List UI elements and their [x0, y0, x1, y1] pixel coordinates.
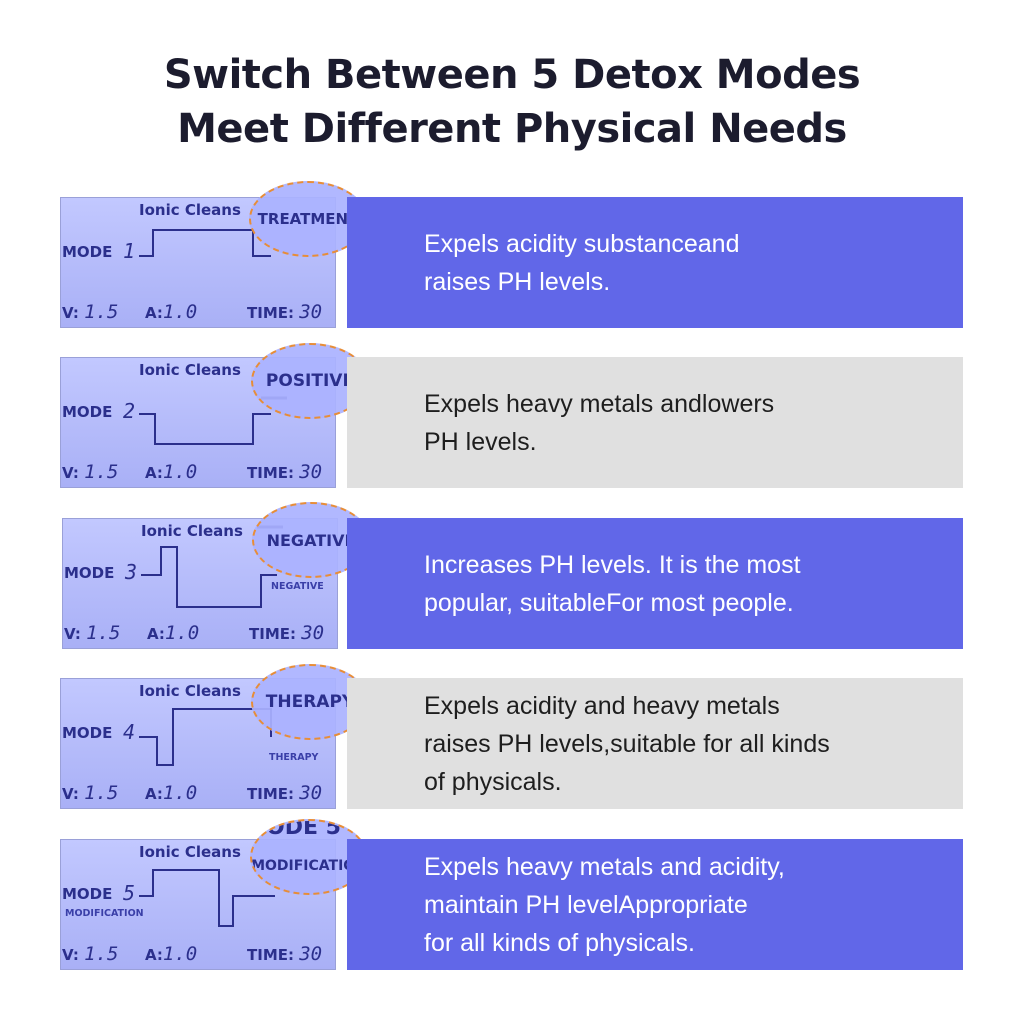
amperage-value: 1.0	[162, 943, 198, 965]
time-label: TIME:	[249, 625, 296, 643]
description-line: for all kinds of physicals.	[424, 928, 695, 957]
waveform-mode-5	[139, 869, 275, 927]
lcd-amperage: A:1.0	[145, 461, 197, 483]
lcd-sub-label: THERAPY	[269, 752, 319, 763]
time-value: 30	[299, 943, 323, 965]
time-label: TIME:	[247, 304, 294, 322]
lcd-mode-number: 3	[125, 560, 138, 584]
description-line: popular, suitableFor most people.	[424, 588, 794, 617]
lcd-title: Ionic Cleans	[141, 522, 243, 540]
lcd-display: Ionic Cleans MODE 5 MODIFICATION V: 1.5 …	[60, 839, 336, 970]
voltage-label: V:	[62, 785, 79, 803]
lcd-voltage: V: 1.5	[62, 782, 119, 804]
lcd-mode-number: 4	[123, 720, 136, 744]
voltage-label: V:	[62, 304, 79, 322]
lcd-mode-number: 5	[123, 881, 136, 905]
badge-label: MODIFICATION	[251, 858, 367, 874]
lcd-sub-label: NEGATIVE	[271, 581, 324, 592]
amperage-value: 1.0	[162, 782, 198, 804]
description-line: of physicals.	[424, 767, 562, 796]
description-text: Increases PH levels. It is the most popu…	[424, 546, 801, 622]
description-text: Expels heavy metals and acidity, maintai…	[424, 848, 785, 962]
voltage-value: 1.5	[84, 461, 119, 483]
lcd-voltage: V: 1.5	[62, 461, 119, 483]
waveform-mode-1	[139, 229, 271, 257]
lcd-voltage: V: 1.5	[62, 943, 119, 965]
mode-row-1: Ionic Cleans MODE 1 V: 1.5 A:1.0 TIME: 3…	[0, 181, 1024, 328]
description-line: Expels heavy metals andlowers	[424, 389, 775, 418]
mode-row-2: Ionic Cleans MODE 2 V: 1.5 A:1.0 TIME: 3…	[0, 343, 1024, 488]
voltage-value: 1.5	[84, 782, 119, 804]
amperage-label: A:	[145, 464, 163, 482]
lcd-mode-number: 2	[123, 399, 136, 423]
time-value: 30	[299, 782, 323, 804]
amperage-value: 1.0	[164, 622, 200, 644]
lcd-amperage: A:1.0	[145, 782, 197, 804]
mode-row-3: Ionic Cleans MODE 3 NEGATIVE V: 1.5 A:1.…	[0, 502, 1024, 649]
lcd-mode-number: 1	[123, 239, 136, 263]
lcd-voltage: V: 1.5	[64, 622, 121, 644]
lcd-amperage: A:1.0	[145, 943, 197, 965]
time-label: TIME:	[247, 946, 294, 964]
time-value: 30	[299, 301, 323, 323]
amperage-label: A:	[145, 946, 163, 964]
description-panel: Expels acidity and heavy metals raises P…	[347, 678, 963, 809]
amperage-value: 1.0	[162, 461, 198, 483]
lcd-title: Ionic Cleans	[139, 682, 241, 700]
voltage-label: V:	[64, 625, 81, 643]
description-line: Increases PH levels. It is the most	[424, 550, 801, 579]
amperage-value: 1.0	[162, 301, 198, 323]
voltage-value: 1.5	[84, 943, 119, 965]
mode-row-5: Ionic Cleans MODE 5 MODIFICATION V: 1.5 …	[0, 819, 1024, 970]
time-value: 30	[301, 622, 325, 644]
voltage-label: V:	[62, 464, 79, 482]
description-line: Expels acidity and heavy metals	[424, 691, 780, 720]
description-text: Expels acidity substanceand raises PH le…	[424, 225, 739, 301]
lcd-title: Ionic Cleans	[139, 361, 241, 379]
time-label: TIME:	[247, 785, 294, 803]
lcd-sub-label: MODIFICATION	[65, 908, 144, 919]
lcd-time: TIME: 30	[247, 943, 322, 965]
amperage-label: A:	[145, 304, 163, 322]
lcd-title: Ionic Cleans	[139, 843, 241, 861]
lcd-amperage: A:1.0	[147, 622, 199, 644]
amperage-label: A:	[147, 625, 165, 643]
mode-row-4: Ionic Cleans MODE 4 THERAPY V: 1.5 A:1.0…	[0, 664, 1024, 809]
headline-line-2: Meet Different Physical Needs	[177, 106, 847, 152]
lcd-mode-label: MODE	[62, 403, 113, 421]
description-panel: Expels acidity substanceand raises PH le…	[347, 197, 963, 328]
description-text: Expels acidity and heavy metals raises P…	[424, 687, 830, 801]
lcd-mode-label: MODE	[62, 724, 113, 742]
voltage-value: 1.5	[86, 622, 121, 644]
description-panel: Increases PH levels. It is the most popu…	[347, 518, 963, 649]
voltage-value: 1.5	[84, 301, 119, 323]
lcd-mode-label: MODE	[62, 885, 113, 903]
description-text: Expels heavy metals andlowers PH levels.	[424, 385, 774, 461]
badge-peek-text: ODE 5	[266, 819, 341, 840]
lcd-display: Ionic Cleans MODE 3 NEGATIVE V: 1.5 A:1.…	[62, 518, 338, 649]
headline-line-1: Switch Between 5 Detox Modes	[163, 52, 861, 98]
lcd-time: TIME: 30	[247, 301, 322, 323]
description-line: Expels heavy metals and acidity,	[424, 852, 785, 881]
time-value: 30	[299, 461, 323, 483]
description-line: Expels acidity substanceand	[424, 229, 740, 258]
description-panel: Expels heavy metals and acidity, maintai…	[347, 839, 963, 970]
lcd-time: TIME: 30	[249, 622, 324, 644]
lcd-amperage: A:1.0	[145, 301, 197, 323]
description-panel: Expels heavy metals andlowers PH levels.	[347, 357, 963, 488]
lcd-time: TIME: 30	[247, 461, 322, 483]
voltage-label: V:	[62, 946, 79, 964]
lcd-mode-label: MODE	[64, 564, 115, 582]
description-line: raises PH levels,suitable for all kinds	[424, 729, 830, 758]
description-line: raises PH levels.	[424, 267, 611, 296]
lcd-title: Ionic Cleans	[139, 201, 241, 219]
description-line: maintain PH levelAppropriate	[424, 890, 748, 919]
lcd-voltage: V: 1.5	[62, 301, 119, 323]
description-line: PH levels.	[424, 427, 537, 456]
amperage-label: A:	[145, 785, 163, 803]
lcd-mode-label: MODE	[62, 243, 113, 261]
time-label: TIME:	[247, 464, 294, 482]
lcd-time: TIME: 30	[247, 782, 322, 804]
